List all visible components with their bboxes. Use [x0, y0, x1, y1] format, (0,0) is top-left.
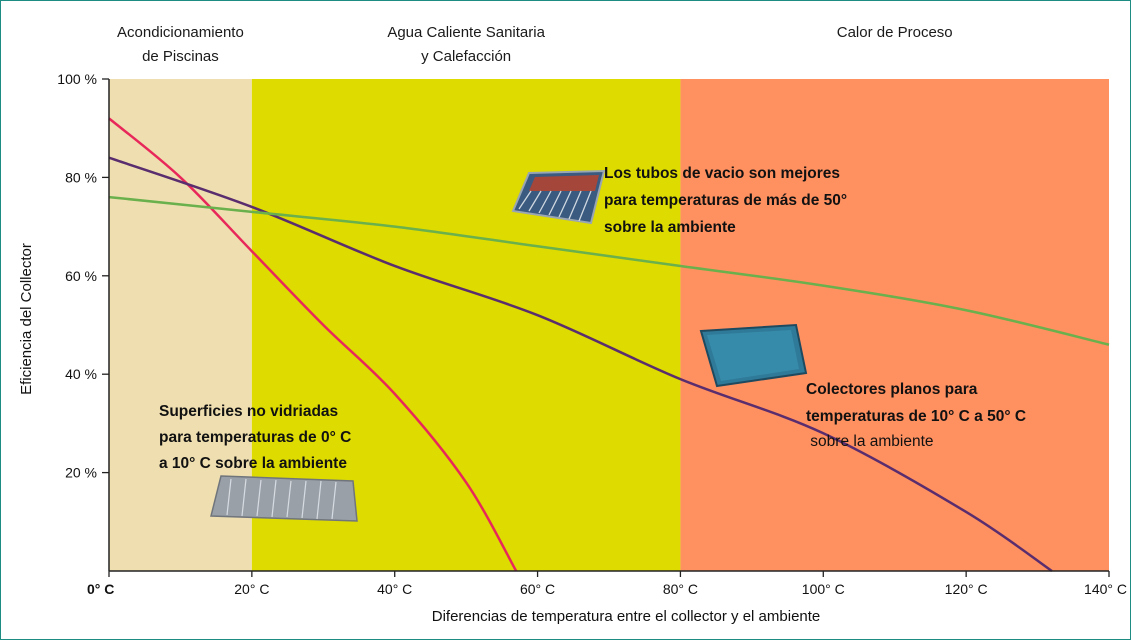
x-tick-label-7: 140° C [1084, 581, 1127, 597]
flat-note-line-2: temperaturas de 10° C a 50° C [806, 408, 1026, 425]
flat-plate-note: Colectores planos para temperaturas de 1… [806, 381, 1026, 450]
x-tick-label-1: 20° C [234, 581, 269, 597]
y-tick-label-2: 60 % [65, 268, 97, 284]
evacuated-tube-collector-image [511, 169, 606, 225]
unglazed-note-line-1: Superficies no vidriadas [159, 403, 338, 420]
x-tick-label-4: 80° C [663, 581, 698, 597]
zone-labels: Acondicionamiento de Piscinas Agua Calient… [117, 24, 953, 65]
zone-label-1-0: Agua Caliente Sanitaria [387, 24, 545, 41]
evacuated-note-line-1: Los tubos de vacio son mejores [604, 165, 840, 182]
zone-label-1-1: y Calefacción [421, 48, 511, 65]
y-axis-title: Eficiencia del Collector [18, 243, 35, 395]
evacuated-tube-note: Los tubos de vacio son mejores para temp… [604, 165, 847, 236]
unglazed-note-line-3: a 10° C sobre la ambiente [159, 455, 347, 472]
temperature-zones [109, 79, 1109, 571]
y-tick-label-4: 100 % [57, 71, 97, 87]
x-axis-title: Diferencias de temperatura entre el coll… [432, 608, 821, 625]
x-tick-label-3: 60° C [520, 581, 555, 597]
evacuated-note-line-2: para temperaturas de más de 50° [604, 192, 847, 209]
x-tick-label-2: 40° C [377, 581, 412, 597]
efficiency-curves [108, 117, 1110, 573]
axes: 0° C 20° C 40° C 60° C 80° C 100° C 120° C 140°… [57, 71, 1127, 597]
flat-note-line-3: sobre la ambiente [806, 433, 934, 450]
unglazed-note: Superficies no vidriadas para temperatur… [159, 403, 351, 472]
x-tick-label-5: 100° C [802, 581, 845, 597]
x-tick-label-6: 120° C [945, 581, 988, 597]
zone-label-0-0: Acondicionamiento [117, 24, 244, 41]
y-tick-label-0: 20 % [65, 465, 97, 481]
evacuated-note-line-3: sobre la ambiente [604, 219, 736, 236]
zone-label-2-0: Calor de Proceso [837, 24, 953, 41]
x-tick-label-0: 0° C [87, 581, 114, 597]
flat-plate-collector-image [699, 323, 808, 388]
y-tick-label-1: 40 % [65, 366, 97, 382]
unglazed-note-line-2: para temperaturas de 0° C [159, 429, 351, 446]
unglazed-surface-image [210, 475, 358, 522]
series-line-evacuated_tube [108, 195, 1110, 346]
zone-label-0-1: de Piscinas [142, 48, 219, 65]
y-tick-label-3: 80 % [65, 169, 97, 185]
zone-band-2 [680, 79, 1109, 571]
flat-note-line-1: Colectores planos para [806, 381, 978, 398]
series-line-unglazed [108, 117, 518, 572]
